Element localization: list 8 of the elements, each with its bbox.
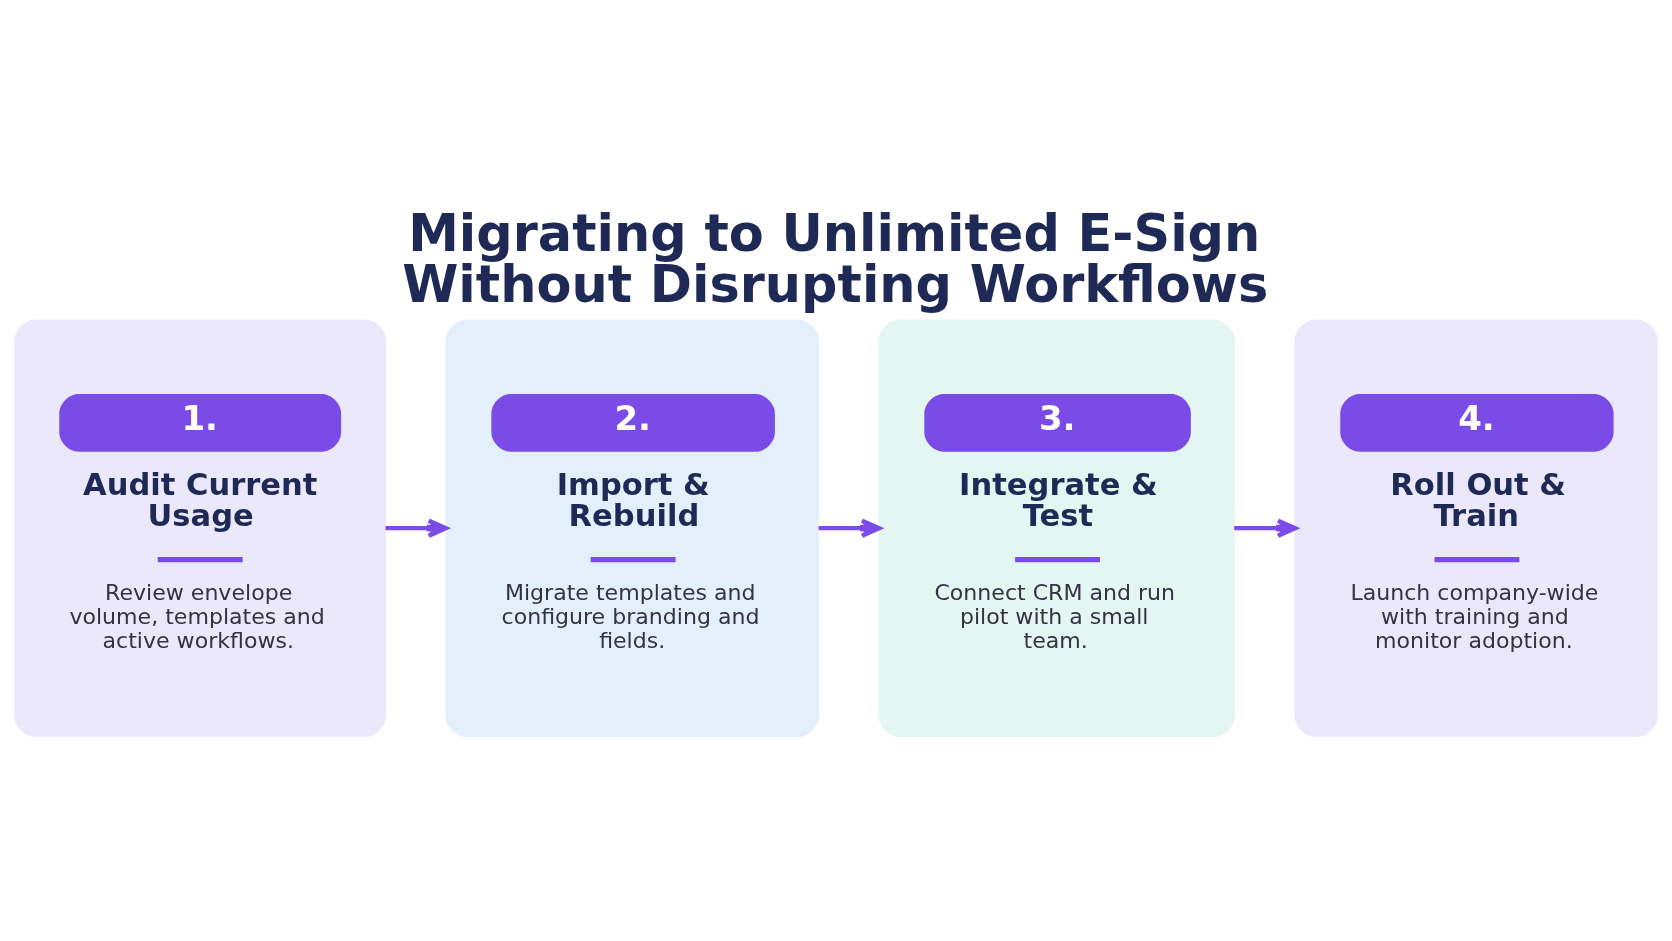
arrow — [385, 518, 449, 538]
node-box: 1. Audit Current Usage Review envelope volume, templates and active workflows. — [14, 319, 387, 738]
node-box: 3. Integrate & Test Connect CRM and run pilot with a small team. — [878, 319, 1235, 738]
arrow — [818, 518, 882, 538]
node-box: 4. Roll Out & Train Launch company-wide with training and monitor adoption. — [1294, 319, 1658, 738]
arrow — [1234, 518, 1298, 538]
node-box: 2. Import & Rebuild Migrate templates and configure branding and fields. — [445, 319, 819, 738]
diagram-title: Migrating to Unlimited E-Sign Without Disrupting Workflows — [402, 203, 1269, 314]
